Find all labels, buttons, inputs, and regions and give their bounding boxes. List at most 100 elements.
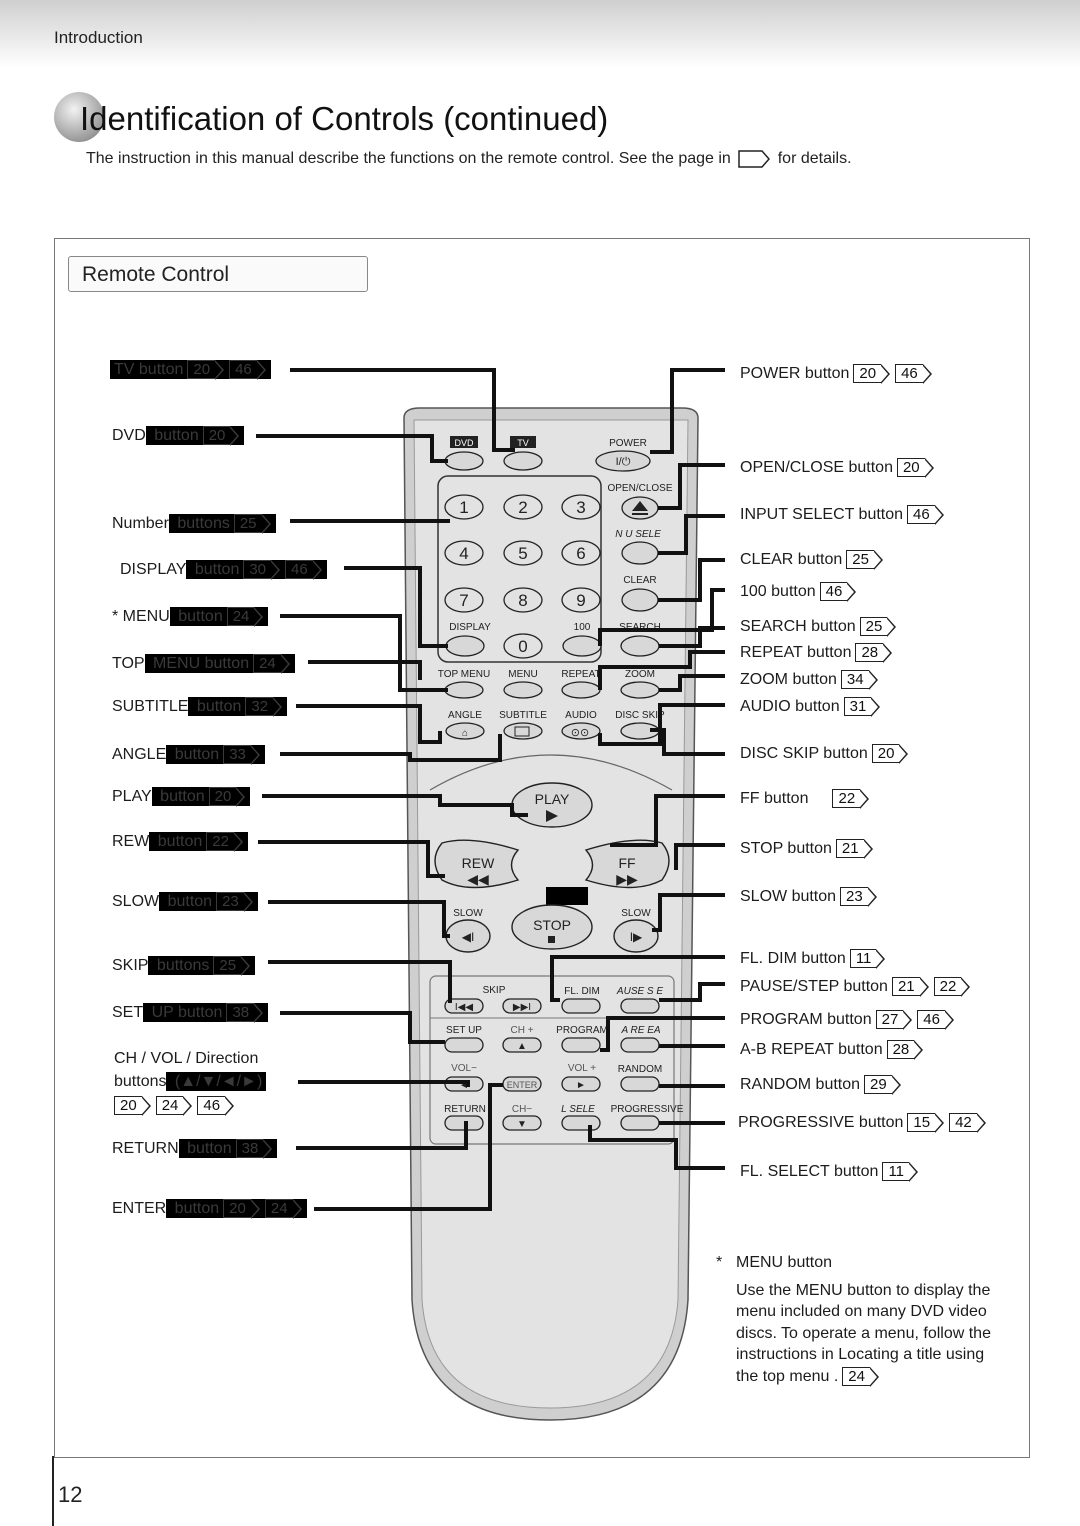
display-button[interactable]	[445, 635, 485, 657]
subsection-title: Remote Control	[82, 263, 230, 286]
page-ref: 30	[243, 560, 280, 581]
progressive-button[interactable]	[620, 1115, 660, 1131]
random-button[interactable]	[620, 1076, 660, 1092]
slow-forward-button[interactable]	[613, 919, 659, 953]
page-title: Identification of Controls (continued)	[80, 100, 609, 137]
page-ref: 24	[155, 1096, 192, 1117]
skip-back-button[interactable]	[444, 998, 484, 1014]
label-text: RANDOM button	[740, 1076, 861, 1093]
remote-menu-label: MENU	[508, 669, 537, 680]
skip-back-icon: I◀◀	[455, 1002, 473, 1013]
remote-pausestep-label: AUSE S E	[616, 986, 663, 997]
label-hidden-text: (▲/▼/◄/►)	[166, 1072, 267, 1091]
page-footer-rule	[52, 1456, 54, 1526]
label-text: FF button	[740, 790, 809, 807]
tv-button[interactable]	[503, 451, 543, 471]
label-hidden-text: button	[153, 833, 203, 850]
label-hidden-text: button	[192, 698, 242, 715]
page-ref: 42	[949, 1113, 986, 1134]
number-button[interactable]	[444, 587, 484, 613]
power-symbol-icon: I/⏻	[616, 456, 631, 468]
search-button[interactable]	[620, 635, 660, 657]
page-ref: 25	[846, 550, 883, 571]
page-ref: 24	[226, 607, 263, 628]
number-button[interactable]	[503, 633, 543, 659]
label-text: PAUSE/STEP button	[740, 978, 888, 995]
stop-button[interactable]	[511, 904, 593, 950]
skip-forward-button[interactable]	[502, 998, 542, 1014]
slow-forward-icon: I▶	[630, 930, 643, 944]
tv-tag	[510, 436, 536, 448]
page-ref: 20	[202, 426, 239, 447]
page-ref: 33	[223, 745, 260, 766]
zoom-button[interactable]	[620, 681, 660, 699]
page-ref: 31	[843, 697, 880, 718]
pause-step-button[interactable]	[620, 998, 660, 1014]
label-text: PROGRESSIVE button	[738, 1114, 904, 1131]
number-button[interactable]	[561, 587, 601, 613]
power-button[interactable]	[595, 450, 651, 472]
number-button[interactable]	[444, 494, 484, 520]
remote-volminus-label: VOL−	[451, 1063, 477, 1074]
enter-label: ENTER	[507, 1080, 538, 1090]
number-button[interactable]	[503, 540, 543, 566]
menu-button[interactable]	[503, 681, 543, 699]
label-visible-text: SUBTITLE	[112, 698, 189, 715]
page-ref: 46	[229, 360, 266, 381]
remote-angle-label: ANGLE	[448, 710, 482, 721]
page-ref: 22	[206, 832, 243, 853]
subtitle-button[interactable]	[503, 722, 543, 740]
label-visible-text: ENTER	[112, 1200, 167, 1217]
angle-button[interactable]	[445, 722, 485, 740]
remote-control-panel	[54, 238, 1030, 1458]
rew-button[interactable]	[434, 839, 520, 889]
digit-label: 6	[576, 544, 585, 563]
stop-icon	[548, 936, 555, 943]
input-select-button[interactable]	[621, 541, 659, 565]
ff-button[interactable]	[584, 839, 670, 889]
audio-button[interactable]	[561, 722, 601, 740]
number-button[interactable]	[503, 587, 543, 613]
hundred-button[interactable]	[562, 635, 602, 657]
ch-up-button[interactable]	[502, 1037, 542, 1053]
number-button[interactable]	[561, 494, 601, 520]
label-text: 100 button	[740, 583, 816, 600]
label-hidden-text: buttons	[172, 515, 230, 532]
repeat-button[interactable]	[561, 681, 601, 699]
ab-repeat-button[interactable]	[620, 1037, 660, 1053]
audio-icon: ⊙⊙	[571, 727, 589, 739]
fl-select-button[interactable]	[561, 1115, 601, 1131]
dvd-button[interactable]	[444, 451, 484, 471]
page-ref: 23	[216, 892, 253, 913]
label-text: STOP button	[740, 840, 832, 857]
digit-label: 2	[518, 498, 527, 517]
top-menu-button[interactable]	[444, 681, 484, 699]
set-up-button[interactable]	[444, 1037, 484, 1053]
label-text: ZOOM button	[740, 671, 837, 688]
down-arrow-icon: ▼	[517, 1119, 527, 1130]
rew-label: REW	[462, 855, 495, 871]
skip-forward-icon: ▶▶I	[513, 1002, 531, 1013]
ch-down-button[interactable]	[502, 1115, 542, 1131]
number-button[interactable]	[561, 540, 601, 566]
page-ref: 25	[859, 617, 896, 638]
number-button[interactable]	[444, 540, 484, 566]
page-ref: 38	[235, 1139, 272, 1160]
clear-button[interactable]	[621, 588, 659, 612]
digit-label: 0	[518, 637, 527, 656]
label-text: AUDIO button	[740, 698, 840, 715]
number-button[interactable]	[503, 494, 543, 520]
vol-up-button[interactable]	[561, 1076, 601, 1092]
program-button[interactable]	[561, 1037, 601, 1053]
label-text: OPEN/CLOSE button	[740, 459, 893, 476]
fl-dim-button[interactable]	[561, 998, 601, 1014]
